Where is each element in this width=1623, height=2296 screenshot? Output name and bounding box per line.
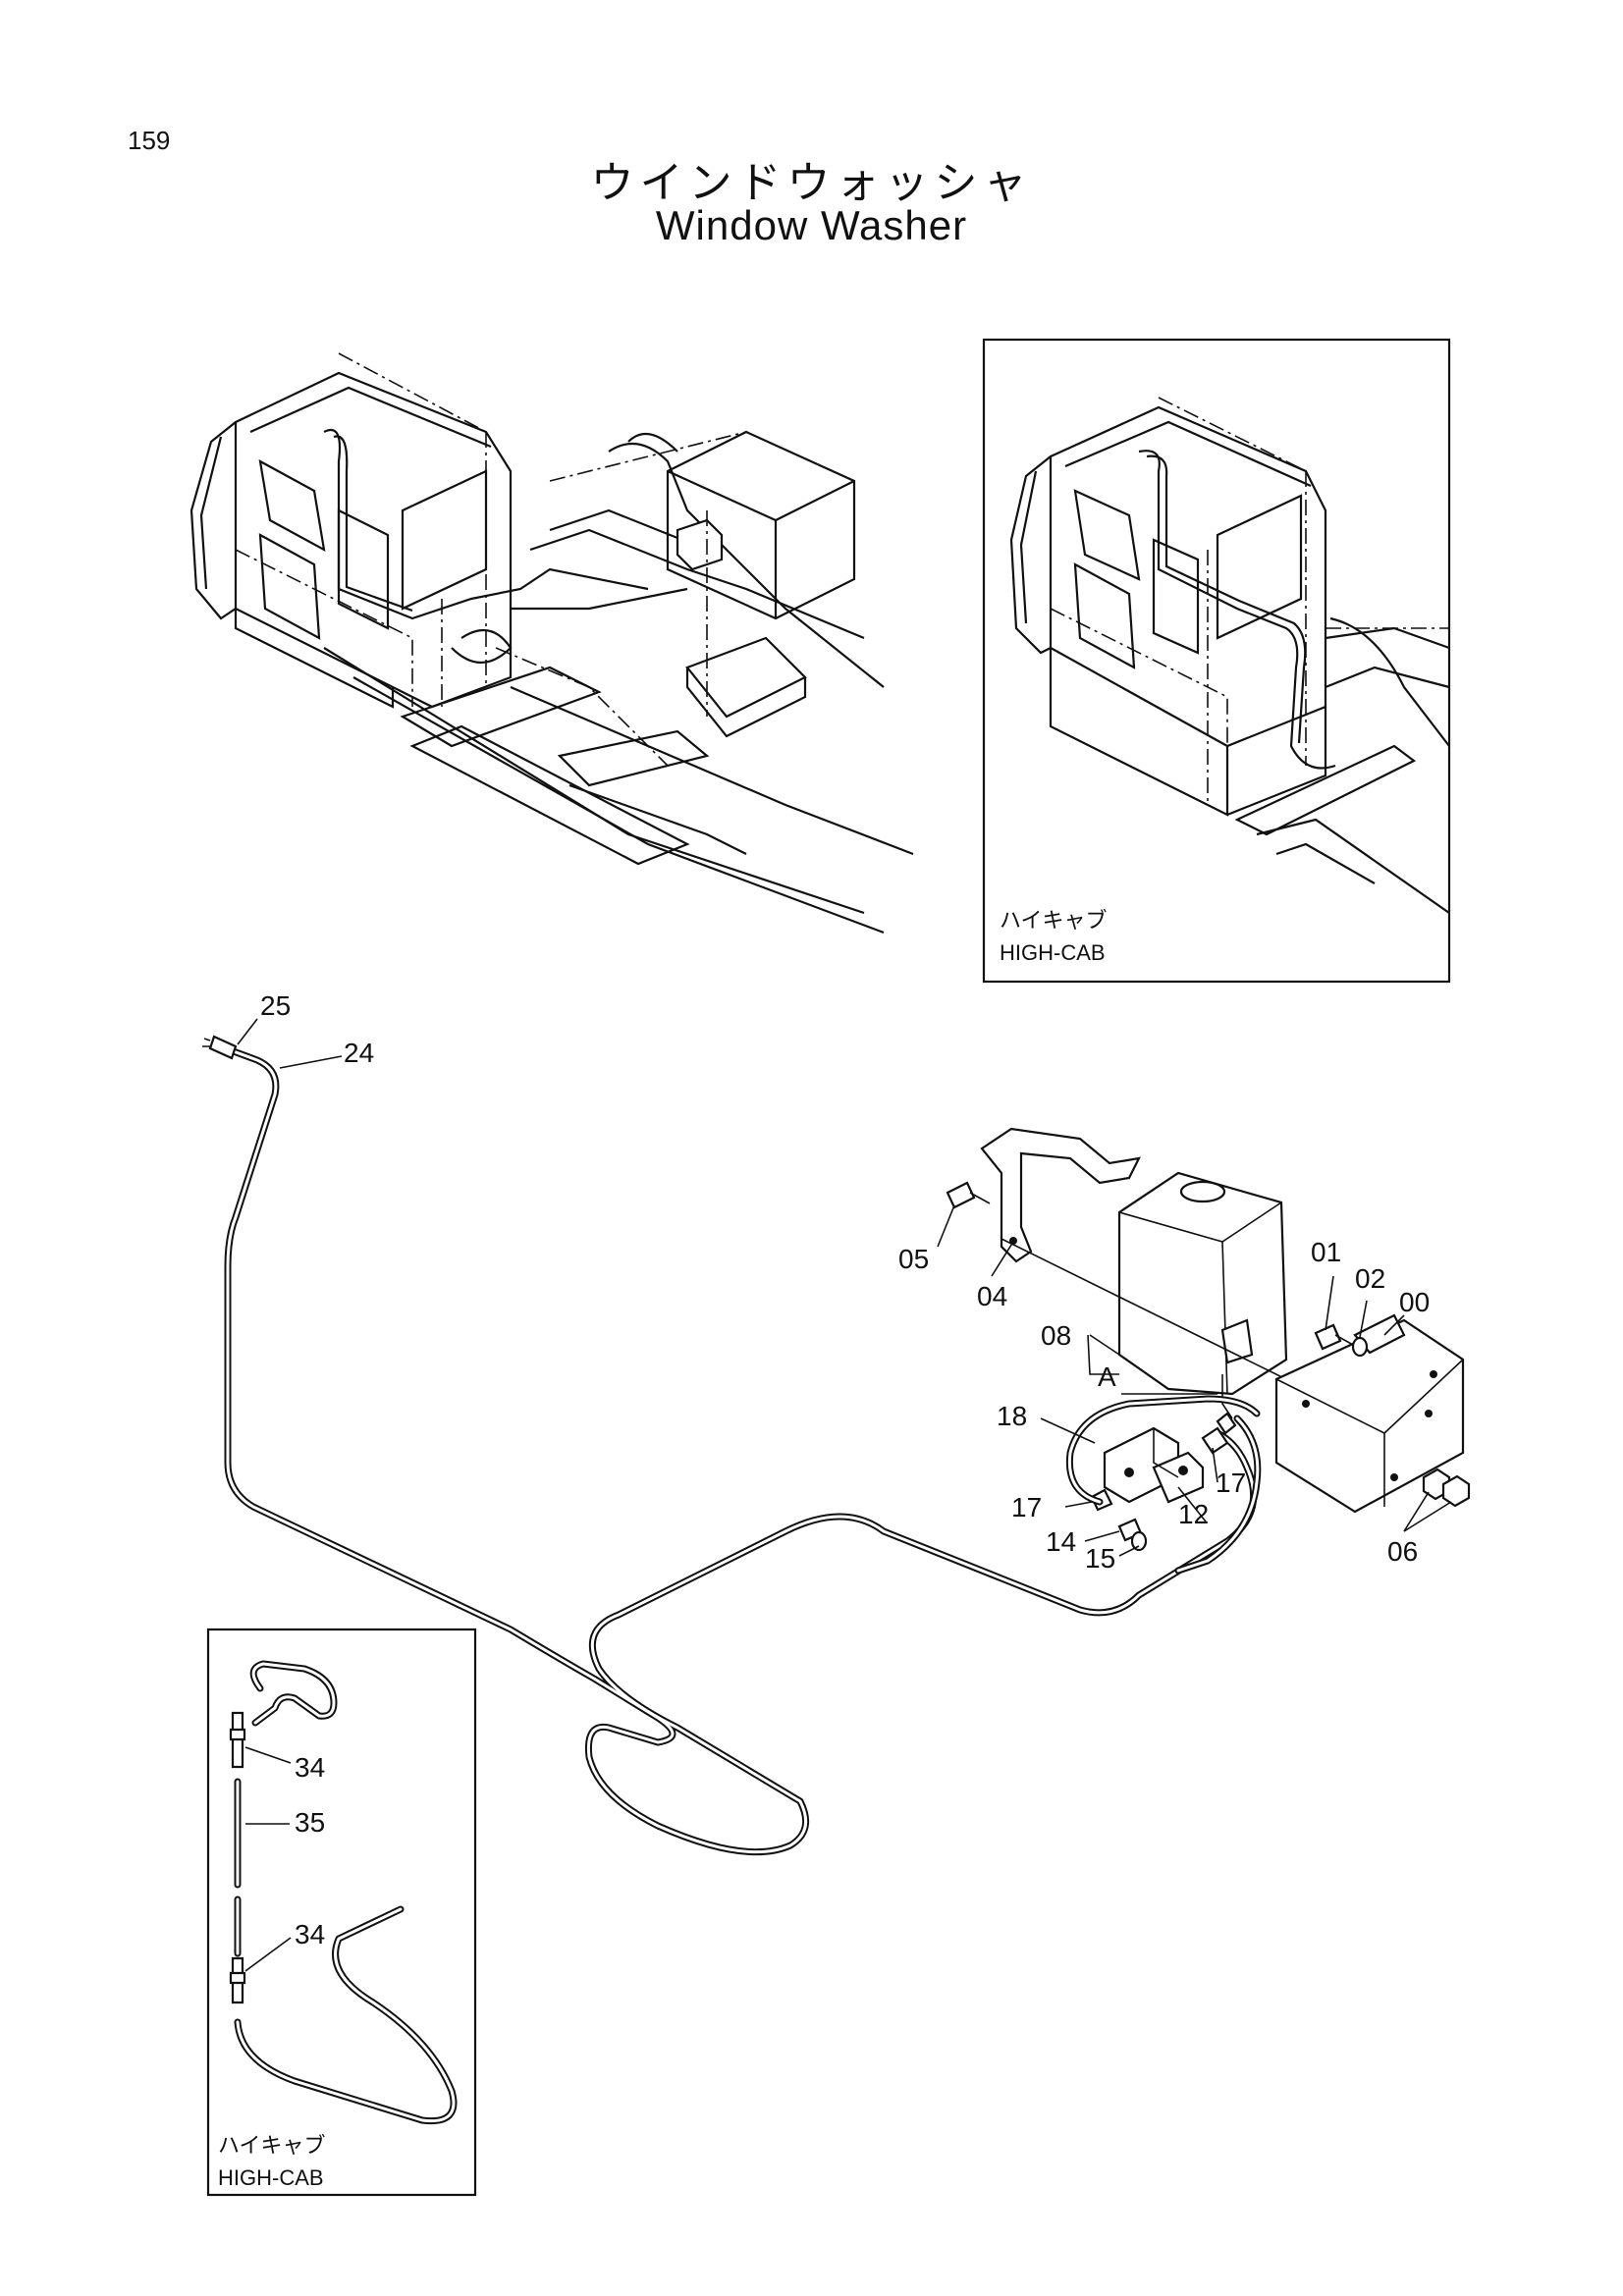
- high-cab-drawing: [1009, 397, 1450, 914]
- washer-02: [1351, 1336, 1369, 1358]
- callout-08: 08: [1041, 1320, 1071, 1351]
- callout-05: 05: [898, 1244, 929, 1274]
- callout-02: 02: [1355, 1263, 1385, 1294]
- connector-17-right: [1201, 1412, 1237, 1455]
- callout-25: 25: [260, 990, 291, 1021]
- nut-06: [1422, 1468, 1471, 1508]
- washer-pump-12: [1103, 1426, 1205, 1504]
- callout-24: 24: [344, 1038, 374, 1068]
- callout-01: 01: [1311, 1237, 1341, 1267]
- callout-12: 12: [1178, 1499, 1209, 1529]
- callout-18: 18: [997, 1401, 1027, 1431]
- nozzle-25: [202, 1035, 238, 1060]
- callout-34-bottom: 34: [295, 1919, 325, 1949]
- callout-17-right: 17: [1216, 1468, 1246, 1498]
- callout-35: 35: [295, 1807, 325, 1838]
- high-cab-inset-label-en: HIGH-CAB: [1000, 940, 1106, 965]
- cab-overview-drawing: [189, 352, 914, 934]
- bolt-01: [1314, 1323, 1354, 1351]
- callout-04: 04: [977, 1281, 1007, 1311]
- high-cab-hose-drawing: [229, 1660, 458, 2125]
- washer-tank: [1117, 1171, 1288, 1419]
- bolt-05: [946, 1181, 991, 1209]
- callout-15: 15: [1085, 1543, 1115, 1574]
- title-english: Window Washer: [655, 202, 968, 248]
- washer-15: [1130, 1530, 1148, 1552]
- bracket-00: [1274, 1313, 1465, 1514]
- assembly-leader: [1001, 1238, 1297, 1385]
- page-number: 159: [128, 126, 171, 155]
- high-cab-hose-inset-label-ja: ハイキャブ: [218, 2133, 326, 2158]
- callout-A: A: [1098, 1362, 1116, 1392]
- high-cab-inset-frame: [982, 338, 1451, 984]
- callout-34-top: 34: [295, 1752, 325, 1783]
- main-hose-24: [224, 1046, 1258, 1856]
- callout-labels: 25 24 05 04 01 02 00 08 A 18 17 17 12 14…: [260, 990, 1430, 1949]
- high-cab-inset-label-ja: ハイキャブ: [1000, 908, 1108, 933]
- callout-06: 06: [1387, 1536, 1418, 1567]
- high-cab-hose-inset-frame: [206, 1628, 477, 2197]
- title-japanese: ウインドウォッシャ: [590, 158, 1033, 208]
- callout-leaders: [237, 1018, 1452, 1972]
- hose-18: [1065, 1395, 1262, 1575]
- callout-17-left: 17: [1011, 1492, 1042, 1522]
- callout-00: 00: [1399, 1287, 1430, 1317]
- callout-14: 14: [1046, 1526, 1076, 1557]
- high-cab-hose-inset-label-en: HIGH-CAB: [218, 2165, 324, 2190]
